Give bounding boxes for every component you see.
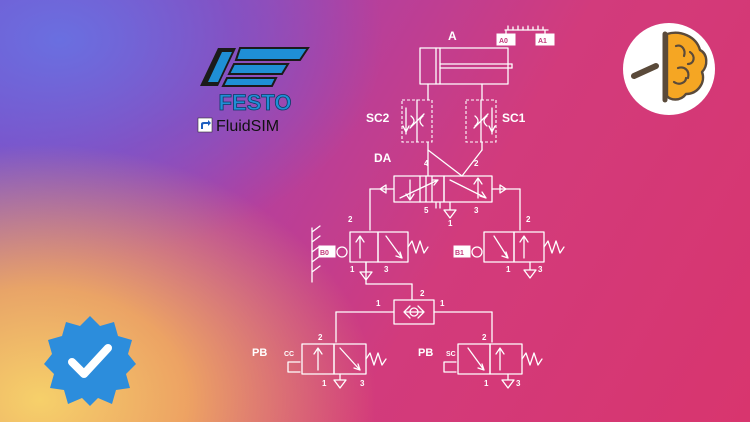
brain-logo-icon: [623, 23, 715, 115]
push-button-valve-left: PB CC 2 1 3: [252, 311, 387, 389]
da-port-1: 1: [448, 219, 453, 228]
limit-valve-b0: 2 B0 1 3: [311, 188, 429, 283]
sensor-a1-label: A1: [538, 38, 547, 45]
festo-logo-icon: FESTO FluidSIM: [197, 47, 310, 135]
or-port-1-right: 1: [440, 299, 445, 308]
or-port-1-left: 1: [376, 299, 381, 308]
da-port-2: 2: [474, 159, 479, 168]
b0-port-3: 3: [384, 265, 389, 274]
pbl-port-3: 3: [360, 379, 365, 388]
or-port-2: 2: [420, 289, 425, 298]
cc-label: CC: [284, 351, 294, 358]
festo-brand-text: FESTO: [219, 90, 292, 115]
b1-port-2: 2: [526, 215, 531, 224]
sc1-label: SC1: [502, 111, 526, 125]
pbr-port-2: 2: [482, 333, 487, 342]
b1-tag-label: B1: [455, 250, 464, 257]
cylinder-a: A A0 A1: [419, 25, 555, 101]
directional-valve-da: DA 4 2 5 3 1: [369, 149, 521, 228]
shortcut-arrow-icon: [197, 117, 213, 133]
da-label: DA: [374, 151, 392, 165]
cylinder-a-label: A: [448, 29, 457, 43]
da-port-3: 3: [474, 206, 479, 215]
festo-mark: [200, 47, 310, 87]
push-button-valve-right: PB SC 2 1 3: [418, 311, 543, 389]
sc2-label: SC2: [366, 111, 390, 125]
fluidsim-product-text: FluidSIM: [216, 118, 279, 135]
b0-tag-label: B0: [320, 250, 329, 257]
pbl-port-2: 2: [318, 333, 323, 342]
b1-port-1: 1: [506, 265, 511, 274]
pb-left-label: PB: [252, 347, 267, 359]
pbr-port-1: 1: [484, 379, 489, 388]
pb-right-label: PB: [418, 347, 433, 359]
speed-control-sc2: SC2: [366, 99, 433, 177]
b1-port-3: 3: [538, 265, 543, 274]
shuttle-valve-or: 2 1 1: [335, 261, 493, 325]
sensor-a0-label: A0: [499, 38, 508, 45]
b0-port-2: 2: [348, 215, 353, 224]
speed-control-sc1: SC1: [461, 99, 526, 177]
da-port-5: 5: [424, 206, 429, 215]
limit-valve-b1: 2 B1 1 3: [453, 188, 565, 279]
da-port-4: 4: [424, 159, 429, 168]
pbl-port-1: 1: [322, 379, 327, 388]
pbr-port-3: 3: [516, 379, 521, 388]
sc-label: SC: [446, 351, 456, 358]
verified-badge-icon: [44, 316, 136, 406]
b0-port-1: 1: [350, 265, 355, 274]
